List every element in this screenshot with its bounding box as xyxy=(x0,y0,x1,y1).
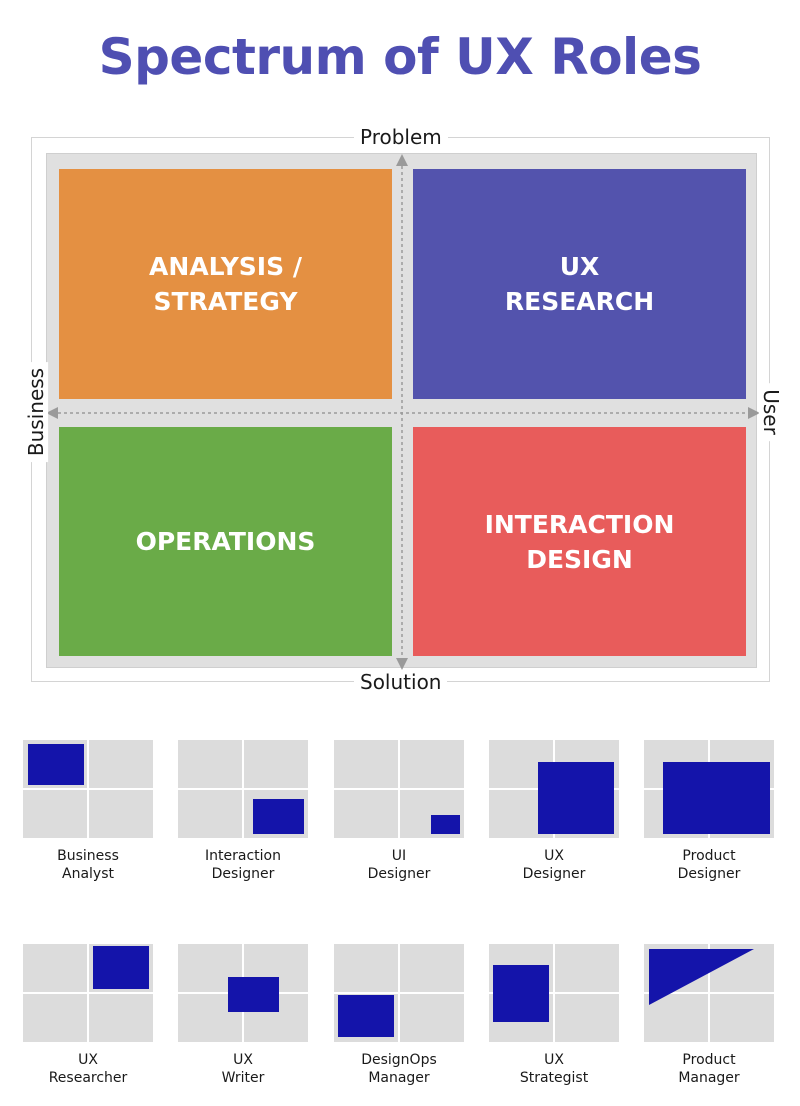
role-ux-writer: UX Writer xyxy=(178,944,308,1087)
axis-arrows xyxy=(46,154,760,670)
role-designops-manager: DesignOps Manager xyxy=(334,944,464,1087)
role-label: UX Designer xyxy=(522,848,586,882)
role-label: UX Researcher xyxy=(48,1052,128,1086)
quadrant-ux-research: UX RESEARCH xyxy=(413,169,746,399)
axis-label-user: User xyxy=(758,383,783,441)
quadrant-interaction-design: INTERACTION DESIGN xyxy=(413,427,746,656)
quadrant-operations: OPERATIONS xyxy=(59,427,392,656)
role-thumbnail xyxy=(178,944,308,1042)
role-label: UX Writer xyxy=(221,1052,265,1086)
role-coverage xyxy=(538,762,614,834)
role-ui-designer: UI Designer xyxy=(334,740,464,883)
role-coverage xyxy=(228,977,279,1012)
role-thumbnail xyxy=(644,740,774,838)
role-coverage xyxy=(28,744,84,785)
axis-label-solution: Solution xyxy=(354,670,448,694)
role-product-designer: Product Designer xyxy=(644,740,774,883)
role-interaction-designer: Interaction Designer xyxy=(178,740,308,883)
role-product-manager: Product Manager xyxy=(644,944,774,1087)
role-thumbnail xyxy=(489,944,619,1042)
role-label: Interaction Designer xyxy=(205,848,281,882)
role-coverage xyxy=(493,965,549,1022)
role-coverage xyxy=(663,762,770,834)
role-coverage xyxy=(649,949,754,1005)
role-label: Product Designer xyxy=(677,848,741,882)
role-coverage xyxy=(338,995,394,1037)
role-label: UI Designer xyxy=(367,848,431,882)
role-thumbnail xyxy=(23,740,153,838)
axis-label-problem: Problem xyxy=(354,125,448,149)
role-label: Business Analyst xyxy=(57,848,119,882)
role-coverage xyxy=(431,815,460,834)
quadrant-analysis-strategy: ANALYSIS / STRATEGY xyxy=(59,169,392,399)
role-ux-researcher: UX Researcher xyxy=(23,944,153,1087)
role-coverage xyxy=(253,799,304,834)
role-label: DesignOps Manager xyxy=(361,1052,437,1086)
role-label: UX Strategist xyxy=(519,1052,589,1086)
role-thumbnail xyxy=(489,740,619,838)
role-thumbnail xyxy=(644,944,774,1042)
role-thumbnail xyxy=(23,944,153,1042)
role-coverage xyxy=(93,946,149,989)
role-thumbnail xyxy=(334,944,464,1042)
role-ux-designer: UX Designer xyxy=(489,740,619,883)
role-business-analyst: Business Analyst xyxy=(23,740,153,883)
axis-label-business: Business xyxy=(24,361,49,463)
page-title: Spectrum of UX Roles xyxy=(98,28,702,86)
role-label: Product Manager xyxy=(678,1052,740,1086)
role-thumbnail xyxy=(334,740,464,838)
role-ux-strategist: UX Strategist xyxy=(489,944,619,1087)
role-thumbnail xyxy=(178,740,308,838)
